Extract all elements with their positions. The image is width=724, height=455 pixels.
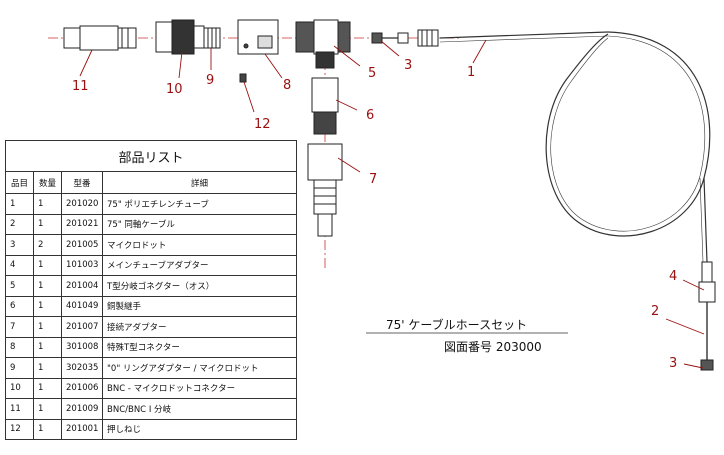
bnc-microdot-connector-part <box>155 19 205 55</box>
callout-9: 9 <box>206 73 214 88</box>
connection-adapter-part <box>307 143 343 237</box>
header-description: 詳細 <box>102 171 297 194</box>
cell-item: 5 <box>5 275 34 297</box>
callout-2: 2 <box>651 304 659 319</box>
cell-description: BNC - マイクロドットコネクター <box>102 377 297 399</box>
parts-list-title: 部品リスト <box>5 140 297 172</box>
cell-item: 6 <box>5 295 34 317</box>
cell-description: 75" 同軸ケーブル <box>102 213 297 235</box>
cell-item: 4 <box>5 254 34 276</box>
cell-qty: 1 <box>33 336 62 358</box>
o-ring-adapter-part <box>203 27 221 49</box>
cell-qty: 2 <box>33 234 62 256</box>
cell-description: 特殊T型コネクター <box>102 336 297 358</box>
cell-item: 3 <box>5 234 34 256</box>
cell-part-number: 302035 <box>61 357 103 379</box>
header-item: 品目 <box>5 171 34 194</box>
cell-part-number: 101003 <box>61 254 103 276</box>
cell-part-number: 201009 <box>61 398 103 420</box>
cell-description: 接続アダプター <box>102 316 297 338</box>
callout-8: 8 <box>283 78 291 93</box>
cell-part-number: 401049 <box>61 295 103 317</box>
hose-coil <box>439 31 711 263</box>
callout-5: 5 <box>368 66 376 81</box>
callout-7: 7 <box>369 172 377 187</box>
cell-item: 1 <box>5 193 34 215</box>
cell-part-number: 201004 <box>61 275 103 297</box>
bnc-i-splitter-part <box>63 25 137 51</box>
cell-qty: 1 <box>33 295 62 317</box>
cell-description: BNC/BNC I 分岐 <box>102 398 297 420</box>
t-branch-connector-part <box>295 19 351 69</box>
cell-description: 75" ポリエチレンチューブ <box>102 193 297 215</box>
microdot-bottom <box>700 359 714 371</box>
microdot-top-assembly <box>371 29 439 47</box>
cell-qty: 1 <box>33 418 62 440</box>
cell-description: 銅製継手 <box>102 295 297 317</box>
cell-part-number: 201001 <box>61 418 103 440</box>
cell-description: "0" リングアダプター / マイクロドット <box>102 357 297 379</box>
parts-list-header-row: 品目 数量 型番 詳細 <box>5 171 297 194</box>
callout-6: 6 <box>366 108 374 123</box>
header-part-number: 型番 <box>61 171 103 194</box>
header-qty: 数量 <box>33 171 62 194</box>
main-tube-adapter-part <box>698 261 716 303</box>
callout-12: 12 <box>254 117 271 132</box>
cell-qty: 1 <box>33 398 62 420</box>
cell-qty: 1 <box>33 213 62 235</box>
callout-3-bottom: 3 <box>669 356 677 371</box>
leader-lines <box>79 39 705 369</box>
cell-description: 押しねじ <box>102 418 297 440</box>
assembly-title: 75' ケーブルホースセット <box>386 317 527 332</box>
cell-item: 7 <box>5 316 34 338</box>
callout-4: 4 <box>669 269 677 284</box>
set-screw-part <box>239 73 247 83</box>
cell-part-number: 201020 <box>61 193 103 215</box>
cell-qty: 1 <box>33 316 62 338</box>
cell-qty: 1 <box>33 254 62 276</box>
cell-part-number: 201007 <box>61 316 103 338</box>
callout-10: 10 <box>166 82 183 97</box>
cell-description: T型分岐ゴネグター（オス） <box>102 275 297 297</box>
cell-description: メインチューブアダプター <box>102 254 297 276</box>
copper-fitting-part <box>311 77 339 135</box>
cell-item: 10 <box>5 377 34 399</box>
cell-item: 11 <box>5 398 34 420</box>
cell-part-number: 201005 <box>61 234 103 256</box>
special-t-connector-part <box>237 19 279 55</box>
cell-item: 2 <box>5 213 34 235</box>
cell-part-number: 301008 <box>61 336 103 358</box>
cell-item: 8 <box>5 336 34 358</box>
cell-item: 12 <box>5 418 34 440</box>
cell-qty: 1 <box>33 377 62 399</box>
cell-qty: 1 <box>33 193 62 215</box>
cell-part-number: 201021 <box>61 213 103 235</box>
callout-1: 1 <box>467 65 475 80</box>
drawing-number: 図面番号 203000 <box>444 340 542 354</box>
cell-qty: 1 <box>33 275 62 297</box>
cell-item: 9 <box>5 357 34 379</box>
cell-description: マイクロドット <box>102 234 297 256</box>
callout-3-top: 3 <box>404 58 412 73</box>
callout-11: 11 <box>72 79 89 94</box>
cell-part-number: 201006 <box>61 377 103 399</box>
cell-qty: 1 <box>33 357 62 379</box>
